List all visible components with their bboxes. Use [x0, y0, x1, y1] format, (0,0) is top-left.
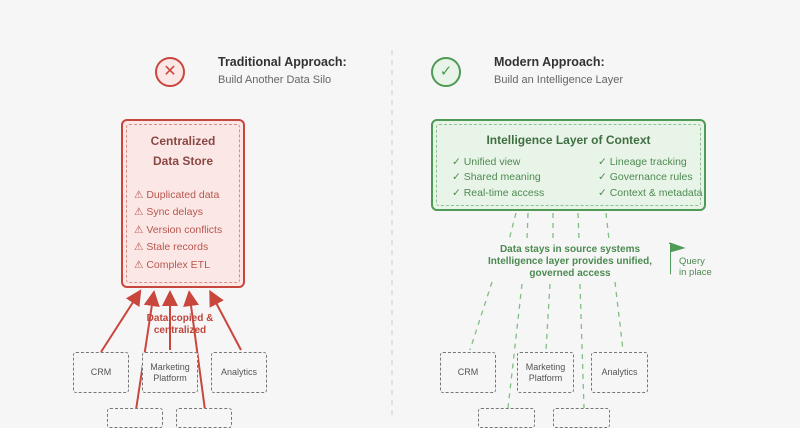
store-title: Centralized Data Store: [121, 131, 245, 171]
query-in-place-label: Query in place: [679, 256, 712, 278]
copy-arrow: [100, 289, 142, 353]
issue-item: ⚠ Complex ETL: [134, 259, 210, 271]
query-line: [577, 212, 580, 241]
modern-subtitle: Build an Intelligence Layer: [494, 74, 624, 86]
query-line: [508, 212, 517, 241]
feature-item: ✓ Governance rules: [598, 171, 693, 183]
source-box: [107, 408, 163, 428]
query-lines: [469, 212, 624, 409]
query-line: [526, 212, 529, 241]
traditional-title: Traditional Approach:: [218, 55, 347, 69]
query-line: [545, 283, 551, 351]
traditional-subtitle: Build Another Data Silo: [218, 74, 332, 86]
flow-label-line: Data copied &: [146, 313, 214, 324]
store-title-line: Data Store: [152, 154, 214, 168]
note-line: Intelligence layer provides unified,: [488, 256, 652, 267]
modern-title: Modern Approach:: [494, 55, 605, 69]
source-crm: CRM: [73, 352, 129, 393]
note-line: governed access: [529, 268, 611, 279]
issue-item: ⚠ Sync delays: [134, 206, 203, 218]
feature-item: ✓ Lineage tracking: [598, 156, 687, 168]
source-analytics: Analytics: [591, 352, 648, 393]
issue-item: ⚠ Version conflicts: [134, 224, 223, 236]
intelligence-layer: [431, 119, 706, 211]
source-marketing-platform: Marketing Platform: [517, 352, 574, 393]
feature-item: ✓ Unified view: [452, 156, 521, 168]
source-note: Data stays in source systems Intelligenc…: [470, 244, 670, 280]
layer-title: Intelligence Layer of Context: [486, 133, 651, 147]
query-line: [579, 283, 585, 409]
note-line: Data stays in source systems: [499, 244, 641, 255]
store-inner-border: [126, 124, 240, 283]
issue-item: ⚠ Duplicated data: [134, 189, 220, 201]
flow-label: Data copied & centralized: [130, 313, 230, 337]
source-box: [176, 408, 232, 428]
query-label-line: Query: [679, 256, 705, 267]
source-marketing-platform: Marketing Platform: [142, 352, 198, 393]
query-line: [507, 283, 523, 409]
source-box: [553, 408, 610, 428]
centralized-data-store: [121, 119, 245, 288]
source-box: [478, 408, 535, 428]
copy-arrow: [209, 289, 242, 351]
feature-item: ✓ Context & metadata: [598, 187, 703, 199]
query-line: [469, 281, 493, 351]
feature-item: ✓ Real-time access: [452, 187, 545, 199]
query-label-line: in place: [679, 267, 712, 278]
store-title-line: Centralized: [150, 134, 216, 148]
source-crm: CRM: [440, 352, 496, 393]
source-analytics: Analytics: [211, 352, 267, 393]
layer-inner-border: [436, 124, 701, 206]
check-circle-icon: ✓: [431, 57, 461, 87]
flow-label-line: centralized: [153, 325, 207, 336]
feature-item: ✓ Shared meaning: [452, 171, 541, 183]
issue-item: ⚠ Stale records: [134, 241, 209, 253]
x-circle-icon: ✕: [155, 57, 185, 87]
query-line: [614, 281, 624, 351]
query-line: [605, 212, 610, 241]
